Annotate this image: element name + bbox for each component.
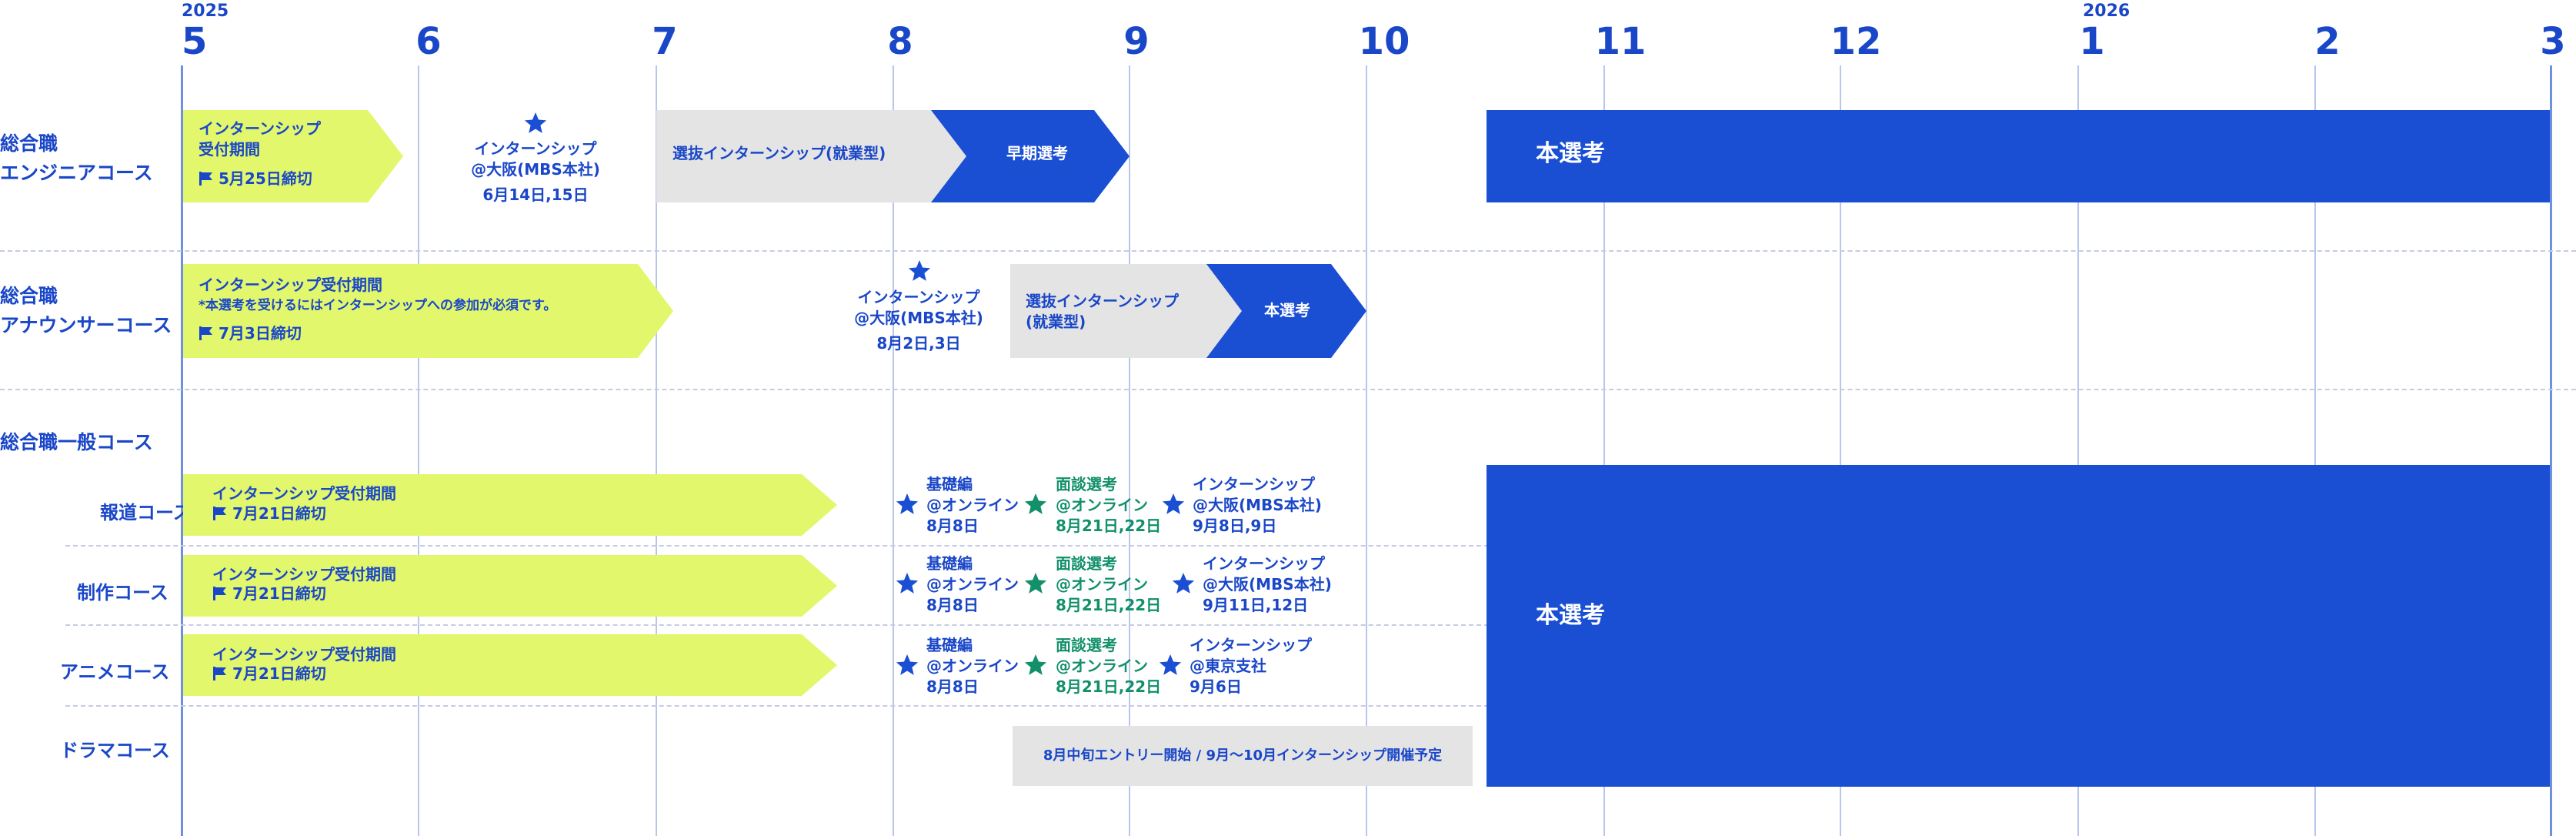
main-selection-engineer [1487,110,2550,202]
intern-period-arrow [183,474,837,536]
star-icon [1162,493,1185,514]
flag-icon [213,667,226,681]
month-label: 3 [2540,20,2566,63]
month-label: 7 [652,20,678,63]
intern-period-label: インターンシップ受付期間 [212,645,396,664]
star-icon [1172,573,1195,594]
event-engineer-intern: インターンシップ @大阪(MBS本社) 6月14日,15日 [471,139,600,204]
grid-line [656,65,657,836]
star-icon [524,112,547,133]
course-label-general: 総合職一般コース [0,431,153,453]
deadline-label: 7月21日締切 [212,664,326,684]
course-label-announcer: 総合職 アナウンサーコース [0,285,172,336]
month-label: 2 [2314,20,2341,63]
subcourse-label-anime: アニメコース [60,661,170,683]
month-label: 6 [415,20,442,63]
flag-icon [213,507,226,520]
month-label: 8 [887,20,913,63]
star-icon [1159,654,1182,675]
intern-period-arrow [183,264,673,358]
intern-period-label: インターンシップ受付期間 [199,276,382,294]
early-selection-label: 早期選考 [1006,144,1068,162]
grid-line [1366,65,1367,836]
course-label-engineer: 総合職 エンジニアコース [0,132,153,184]
deadline-label: 5月25日締切 [199,169,312,189]
intern-note: *本選考を受けるにはインターンシップへの参加が必須です。 [199,298,557,313]
main-selection-label: 本選考 [1536,140,1605,167]
month-label: 9 [1123,20,1150,63]
grid-line [893,65,894,836]
intern-period-arrow [183,555,837,617]
event-intern: インターンシップ@大阪(MBS本社)9月8日,9日 [1193,475,1322,535]
subcourse-label-drama: ドラマコース [60,740,170,761]
row-divider [0,250,2576,252]
grid-line [2077,65,2079,836]
subcourse-label-news: 報道コース [100,502,192,523]
star-icon [1024,493,1047,514]
deadline-label: 7月21日締切 [212,503,326,524]
grid-line [1603,65,1605,836]
selection-intern-label: 選抜インターンシップ (就業型) [1026,292,1179,331]
main-selection-label: 本選考 [1264,301,1310,319]
month-label: 12 [1830,20,1882,63]
selection-intern-arrow [656,110,972,202]
intern-period-arrow [183,110,403,202]
star-icon [896,493,919,514]
star-icon [1024,654,1047,675]
grid-line [2314,65,2316,836]
intern-period-label: インターンシップ受付期間 [212,565,396,584]
grid-line [1129,65,1130,836]
event-intern: インターンシップ@大阪(MBS本社)9月11日,12日 [1203,554,1332,614]
flag-icon [199,172,212,186]
star-icon [896,573,919,594]
drama-notice-box [1013,726,1473,786]
month-label: 5 [182,20,208,63]
month-label: 1 [2079,20,2105,63]
intern-period-label: インターンシップ 受付期間 [199,119,321,159]
selection-intern-label: 選抜インターンシップ(就業型) [672,144,886,162]
row-divider [0,389,2576,390]
sub-row-divider [65,545,1489,547]
star-icon [908,260,931,281]
flag-icon [199,326,212,340]
subcourse-label-production: 制作コース [77,582,169,604]
selection-intern-arrow [1010,264,1256,358]
main-selection-label: 本選考 [1536,602,1605,629]
grid-line [418,65,419,836]
grid-line [181,65,183,836]
event-announcer-intern: インターンシップ @大阪(MBS本社) 8月2日,3日 [854,288,983,353]
drama-notice-text: 8月中旬エントリー開始 / 9月〜10月インターンシップ開催予定 [1043,747,1443,764]
flag-icon [213,587,226,600]
month-label: 11 [1594,20,1647,63]
year-2025: 2025 [182,2,229,21]
month-label: 10 [1358,20,1410,63]
deadline-label: 7月21日締切 [212,584,326,604]
star-icon [896,654,919,675]
sub-row-divider [65,705,1489,707]
main-selection-general [1487,465,2550,787]
sub-row-divider [65,624,1489,626]
grid-line [1840,65,1841,836]
grid-line [2550,65,2552,836]
intern-period-label: インターンシップ受付期間 [212,484,396,503]
year-2026: 2026 [2083,2,2131,21]
deadline-label: 7月3日締切 [199,323,302,344]
intern-period-arrow [183,634,837,696]
star-icon [1024,573,1047,594]
